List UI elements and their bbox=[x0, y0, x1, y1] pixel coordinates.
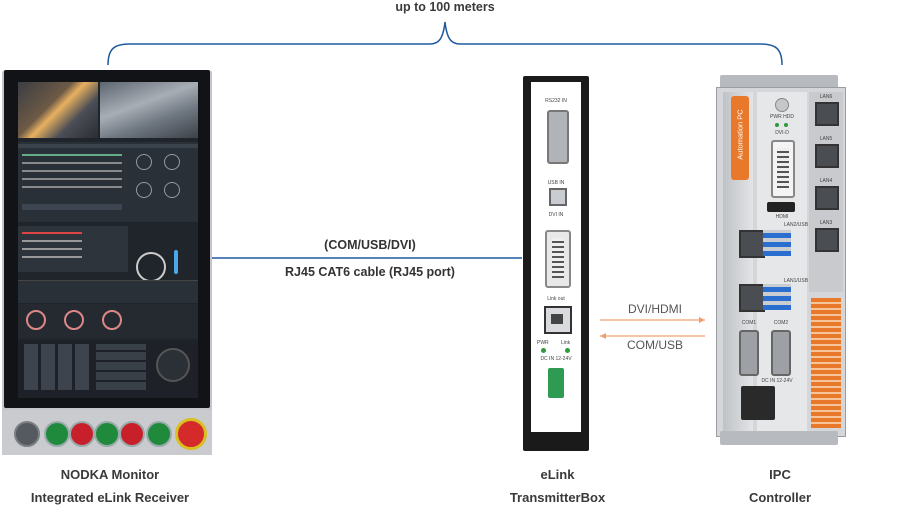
pwr-led bbox=[541, 348, 546, 353]
ipc-hdmi-label: HDMI bbox=[775, 214, 789, 220]
ipc-hdmi-port bbox=[767, 202, 795, 212]
elink-model-label: ELINK-200 bbox=[533, 414, 578, 421]
lan1-port bbox=[739, 284, 765, 312]
hmi-log bbox=[18, 226, 128, 272]
ipc-chassis: Automation PC PWR HDD DVI-D HDMI LAN2/US… bbox=[716, 87, 846, 437]
com1-label: COM1 bbox=[741, 320, 757, 326]
range-label: up to 100 meters bbox=[395, 0, 495, 14]
hmi-thermometer bbox=[174, 250, 178, 274]
com2-label: COM2 bbox=[773, 320, 789, 326]
com-usb-label: COM/USB bbox=[626, 338, 683, 352]
lan4-port bbox=[815, 186, 839, 210]
ipc-bottom-mount bbox=[720, 431, 838, 445]
elink-power-terminal bbox=[548, 368, 564, 398]
rs232-label: RS232 IN bbox=[545, 98, 567, 104]
ipc-dvi-port bbox=[771, 140, 795, 198]
dvi-in-port bbox=[545, 230, 571, 288]
elink-front-panel: RS232 IN USB IN DVI IN Link out PWR Link… bbox=[531, 82, 581, 432]
pwr-hdd-label: PWR HDD bbox=[770, 114, 794, 120]
link-led bbox=[565, 348, 570, 353]
ipc-brand-badge: Automation PC bbox=[731, 96, 749, 180]
ipc-dc-in-label: DC IN 12-24V bbox=[761, 378, 793, 384]
laser-cut-image bbox=[18, 82, 98, 138]
emergency-stop-button[interactable] bbox=[175, 418, 207, 450]
elink-caption: eLink TransmitterBox bbox=[475, 463, 640, 509]
link-out-label: Link out bbox=[547, 296, 565, 302]
com2-port bbox=[771, 330, 791, 376]
link-led-label: Link bbox=[561, 340, 571, 346]
elink-dc-in-label: DC IN 12-24V bbox=[540, 356, 572, 362]
ipc-caption-line2: Controller bbox=[748, 490, 812, 505]
ipc-caption: IPC Controller bbox=[715, 463, 845, 509]
elink-transmitter-box: RS232 IN USB IN DVI IN Link out PWR Link… bbox=[523, 76, 589, 451]
link-out-rj45-port bbox=[544, 306, 572, 334]
hmi-dials bbox=[18, 304, 198, 338]
lan2-port bbox=[739, 230, 765, 258]
lan4-label: LAN4 bbox=[819, 178, 833, 184]
green-button-1[interactable] bbox=[44, 421, 70, 447]
pwr-led-ipc bbox=[775, 123, 779, 127]
dvi-hdmi-label: DVI/HDMI bbox=[628, 302, 682, 316]
lan6-label: LAN6 bbox=[819, 94, 833, 100]
monitor-caption-line1: NODKA Monitor bbox=[60, 467, 160, 482]
ipc-dvi-label: DVI-D bbox=[775, 130, 789, 136]
green-button-3[interactable] bbox=[146, 421, 172, 447]
lan5-label: LAN5 bbox=[819, 136, 833, 142]
power-button-icon[interactable] bbox=[775, 98, 789, 112]
monitor-caption-line2: Integrated eLink Receiver bbox=[30, 490, 190, 505]
ipc-caption-line1: IPC bbox=[769, 467, 791, 482]
hmi-display bbox=[18, 82, 198, 398]
lan6-port bbox=[815, 102, 839, 126]
cable-label: (COM/USB/DVI) RJ45 CAT6 cable (RJ45 port… bbox=[240, 237, 500, 281]
range-bracket bbox=[107, 21, 783, 66]
usb-blue-ports-2 bbox=[763, 284, 791, 310]
red-button-2[interactable] bbox=[119, 421, 145, 447]
lan5-port bbox=[815, 144, 839, 168]
cable-label-line1: (COM/USB/DVI) bbox=[324, 238, 416, 252]
lan2-usb-label: LAN2/USB bbox=[783, 222, 809, 228]
machine-image bbox=[100, 82, 198, 138]
elink-caption-line1: eLink bbox=[540, 467, 575, 482]
usb-blue-ports-1 bbox=[763, 230, 791, 256]
cable-label-line2: RJ45 CAT6 cable (RJ45 port) bbox=[285, 265, 455, 279]
lan1-usb-label: LAN1/USB bbox=[783, 278, 809, 284]
nodka-monitor bbox=[2, 70, 212, 455]
ipc-controller: Automation PC PWR HDD DVI-D HDMI LAN2/US… bbox=[716, 75, 846, 445]
pwr-led-label: PWR bbox=[537, 340, 549, 346]
rs232-port bbox=[547, 110, 569, 164]
lan3-port bbox=[815, 228, 839, 252]
red-button-1[interactable] bbox=[69, 421, 95, 447]
ipc-brand-text: Automation PC bbox=[735, 109, 745, 160]
ipc-lan-column: LAN6 LAN5 LAN4 LAN3 bbox=[809, 92, 843, 292]
ipc-power-terminal bbox=[741, 386, 775, 420]
usb-in-label: USB IN bbox=[547, 180, 565, 186]
usb-port-icon bbox=[14, 421, 40, 447]
green-button-2[interactable] bbox=[94, 421, 120, 447]
hmi-table bbox=[18, 142, 198, 222]
ipc-top-mount bbox=[720, 75, 838, 89]
lan3-label: LAN3 bbox=[819, 220, 833, 226]
elink-caption-line2: TransmitterBox bbox=[509, 490, 606, 505]
hdd-led-ipc bbox=[784, 123, 788, 127]
com1-port bbox=[739, 330, 759, 376]
usb-in-port bbox=[549, 188, 567, 206]
hmi-keypad bbox=[18, 340, 198, 398]
hmi-toolbar bbox=[18, 280, 198, 303]
monitor-caption: NODKA Monitor Integrated eLink Receiver bbox=[5, 463, 215, 509]
monitor-screen bbox=[4, 70, 210, 408]
monitor-button-panel bbox=[2, 410, 212, 455]
dvi-in-label: DVI IN bbox=[548, 212, 564, 218]
ipc-io-terminal-block bbox=[811, 298, 841, 428]
